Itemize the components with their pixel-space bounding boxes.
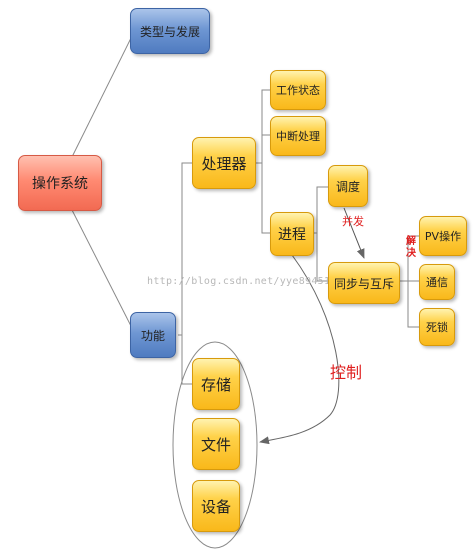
node-file[interactable]: 文件 [192,418,240,470]
edge-function-storage [181,335,192,385]
label-solve: 解决 [406,236,416,259]
arrow-schedule-sync [343,207,365,259]
edge-processor-children [256,89,270,234]
edge-root-history [71,33,134,158]
node-history[interactable]: 类型与发展 [130,8,210,54]
label-concurrent: 并发 [342,215,364,228]
resource-group-ellipse [172,341,258,549]
node-comm[interactable]: 通信 [419,264,455,300]
node-interrupt[interactable]: 中断处理 [270,116,326,156]
node-deadlock[interactable]: 死锁 [419,308,455,346]
node-storage[interactable]: 存储 [192,358,240,410]
node-schedule[interactable]: 调度 [328,165,368,207]
node-device[interactable]: 设备 [192,480,240,532]
arrow-control-curve [259,254,340,445]
edge-root-function [71,209,134,331]
edge-sync-children [398,235,419,328]
edge-function-trunk [178,162,192,336]
watermark-text: http://blog.csdn.net/yye8945178 [147,276,343,287]
node-process[interactable]: 进程 [270,212,314,256]
node-pv[interactable]: PV操作 [419,216,467,256]
node-work-state[interactable]: 工作状态 [270,70,326,110]
node-sync[interactable]: 同步与互斥 [328,262,400,304]
node-root[interactable]: 操作系统 [18,155,102,211]
node-processor[interactable]: 处理器 [192,137,256,189]
label-control: 控制 [330,363,363,382]
node-function[interactable]: 功能 [130,312,176,358]
